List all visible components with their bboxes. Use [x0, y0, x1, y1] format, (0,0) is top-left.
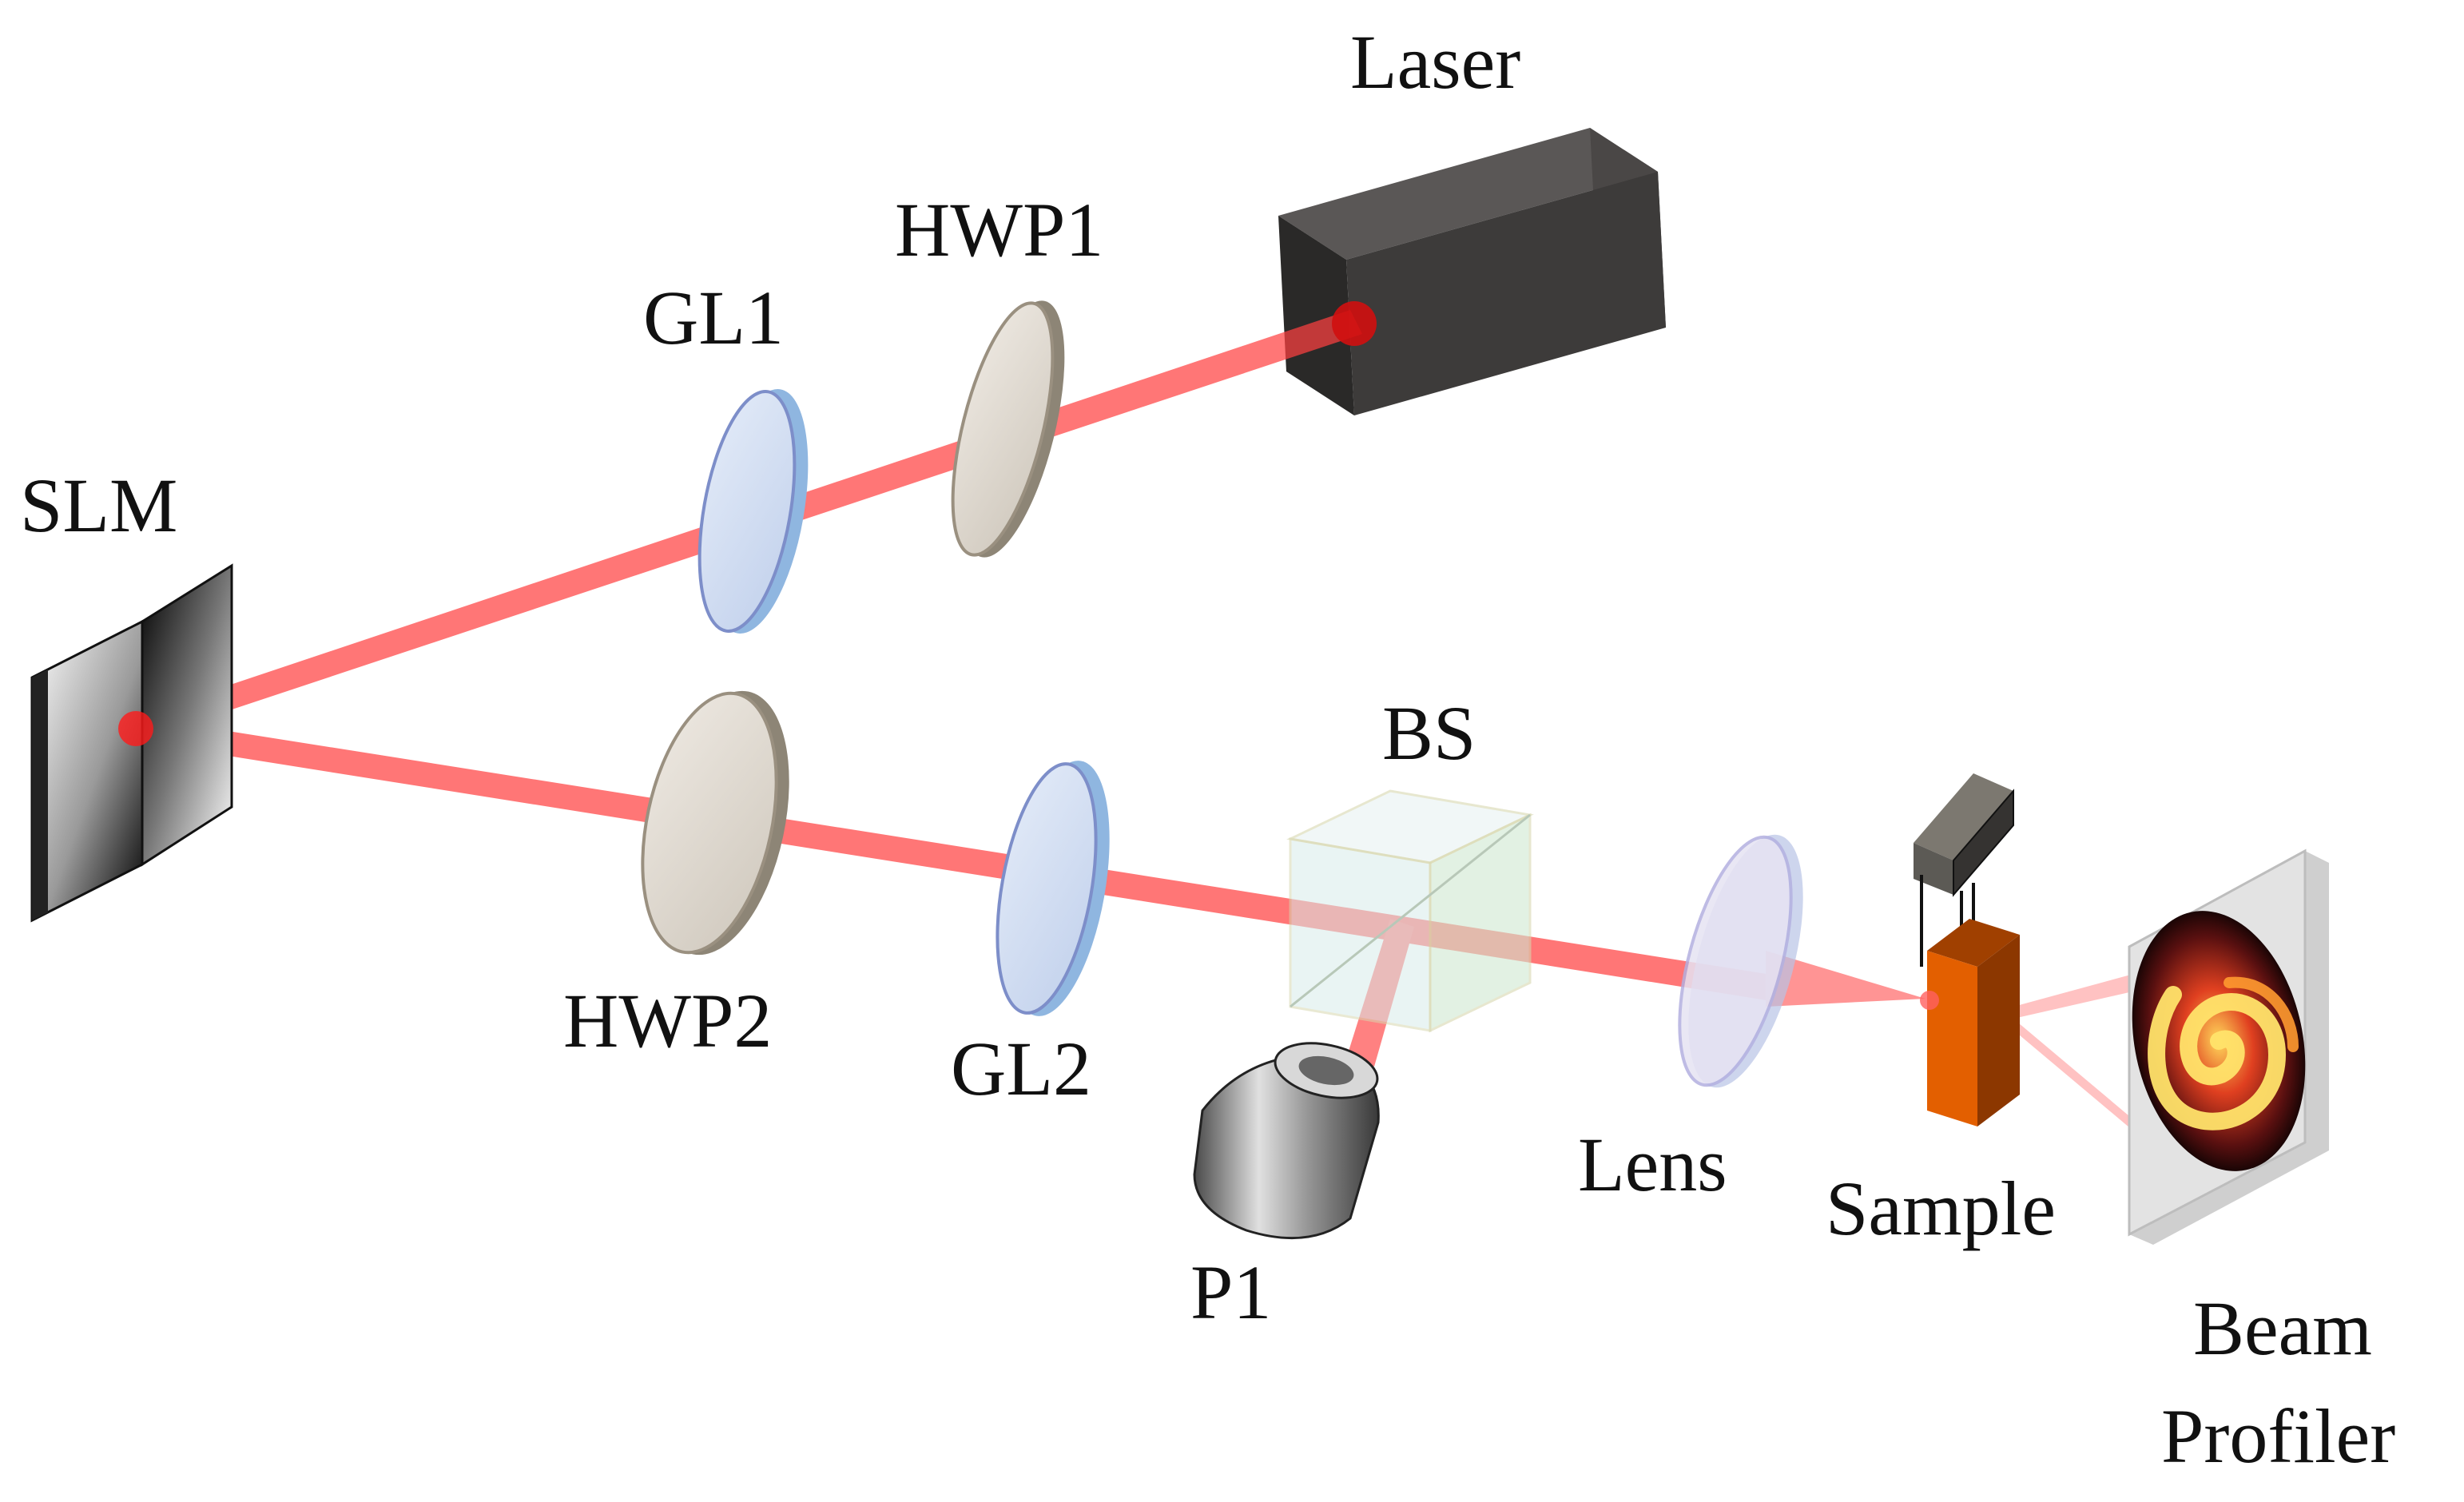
- label-slm: SLM: [20, 463, 177, 548]
- laser-beams: [128, 310, 2189, 1174]
- p1-detector: [1193, 1042, 1380, 1240]
- gl1-lens: [697, 389, 809, 634]
- spiral-intensity-pattern: [2132, 911, 2306, 1171]
- beam-splitter-cube: [1286, 789, 1534, 1033]
- label-hwp1: HWP1: [895, 187, 1103, 272]
- focusing-lens: [1678, 834, 1803, 1088]
- labels: Laser HWP1 GL1 SLM BS HWP2 GL2 Lens Samp…: [20, 19, 2395, 1479]
- laser-aperture-spot: [1332, 301, 1377, 346]
- gl2-lens: [996, 761, 1110, 1016]
- label-hwp2: HWP2: [563, 978, 772, 1063]
- label-gl2: GL2: [951, 1026, 1091, 1111]
- label-beam-profiler-line1: Beam: [2193, 1285, 2372, 1371]
- label-gl1: GL1: [643, 275, 784, 360]
- beam-slm-to-sample: [132, 716, 1782, 1003]
- hwp1-plate: [951, 300, 1065, 558]
- hwp2-plate: [641, 690, 789, 956]
- sample-holder: [1914, 773, 2014, 967]
- slm-beam-spot: [118, 711, 153, 746]
- laser-box: [1278, 128, 1666, 415]
- label-lens: Lens: [1578, 1122, 1727, 1207]
- beam-lens-to-sample: [1766, 951, 1925, 1007]
- label-laser: Laser: [1350, 19, 1520, 105]
- label-beam-profiler-line2: Profiler: [2161, 1393, 2395, 1479]
- sample-beam-spot: [1920, 991, 1939, 1010]
- slm-device: [30, 563, 233, 923]
- label-p1: P1: [1190, 1250, 1271, 1335]
- sample-cuvette: [1927, 919, 2020, 1126]
- label-sample: Sample: [1826, 1166, 2056, 1251]
- label-bs: BS: [1382, 690, 1476, 776]
